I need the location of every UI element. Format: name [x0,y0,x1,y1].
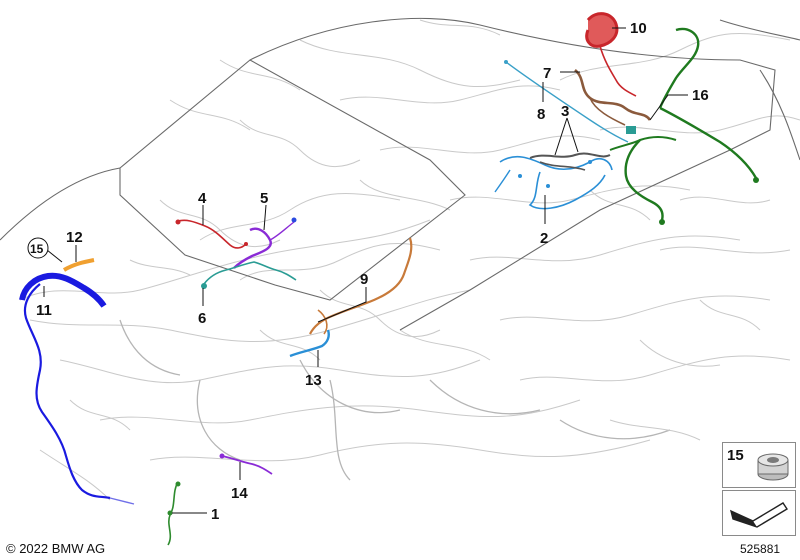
harness-6[interactable] [201,261,297,289]
callout-3[interactable]: 3 [561,103,569,120]
callout-11[interactable]: 11 [36,302,52,319]
callout-15[interactable]: 15 [30,242,44,256]
callout-14[interactable]: 14 [231,485,248,502]
callout-15-circled[interactable]: 15 [27,237,49,259]
background-wiring [19,19,800,501]
callout-4[interactable]: 4 [198,190,207,207]
harness-12[interactable] [62,258,95,272]
callout-6[interactable]: 6 [198,310,206,327]
legend-part-label: 15 [727,447,744,464]
harness-2[interactable] [494,155,613,210]
callout-10[interactable]: 10 [630,20,647,37]
callout-2[interactable]: 2 [540,230,548,247]
harness-13[interactable] [289,329,330,358]
harness-3[interactable] [529,152,611,171]
arrow-icon [729,502,788,528]
harness-5[interactable] [233,217,297,269]
callout-13[interactable]: 13 [305,372,322,389]
leader-lines [43,27,688,514]
copyright-text: © 2022 BMW AG [6,541,106,556]
harness-8[interactable] [504,60,629,143]
harness-16[interactable] [609,27,759,225]
callout-5[interactable]: 5 [260,190,268,207]
vehicle-outline [0,17,800,331]
callout-1[interactable]: 1 [211,506,219,523]
harness-7[interactable] [574,68,652,134]
image-id: 525881 [740,542,781,556]
callout-12[interactable]: 12 [66,229,83,246]
harness-14[interactable] [219,453,273,475]
harness-10[interactable] [585,12,637,97]
nut-icon [757,453,789,481]
harness-4[interactable] [175,219,249,249]
callout-9[interactable]: 9 [360,271,368,288]
callout-7[interactable]: 7 [543,65,551,82]
legend-part-15[interactable]: 15 [722,442,796,488]
legend-symbol-box [722,490,796,536]
callout-8[interactable]: 8 [537,106,545,123]
harness-1[interactable] [167,481,181,546]
harness-11[interactable] [19,272,135,505]
callout-16[interactable]: 16 [692,87,709,104]
